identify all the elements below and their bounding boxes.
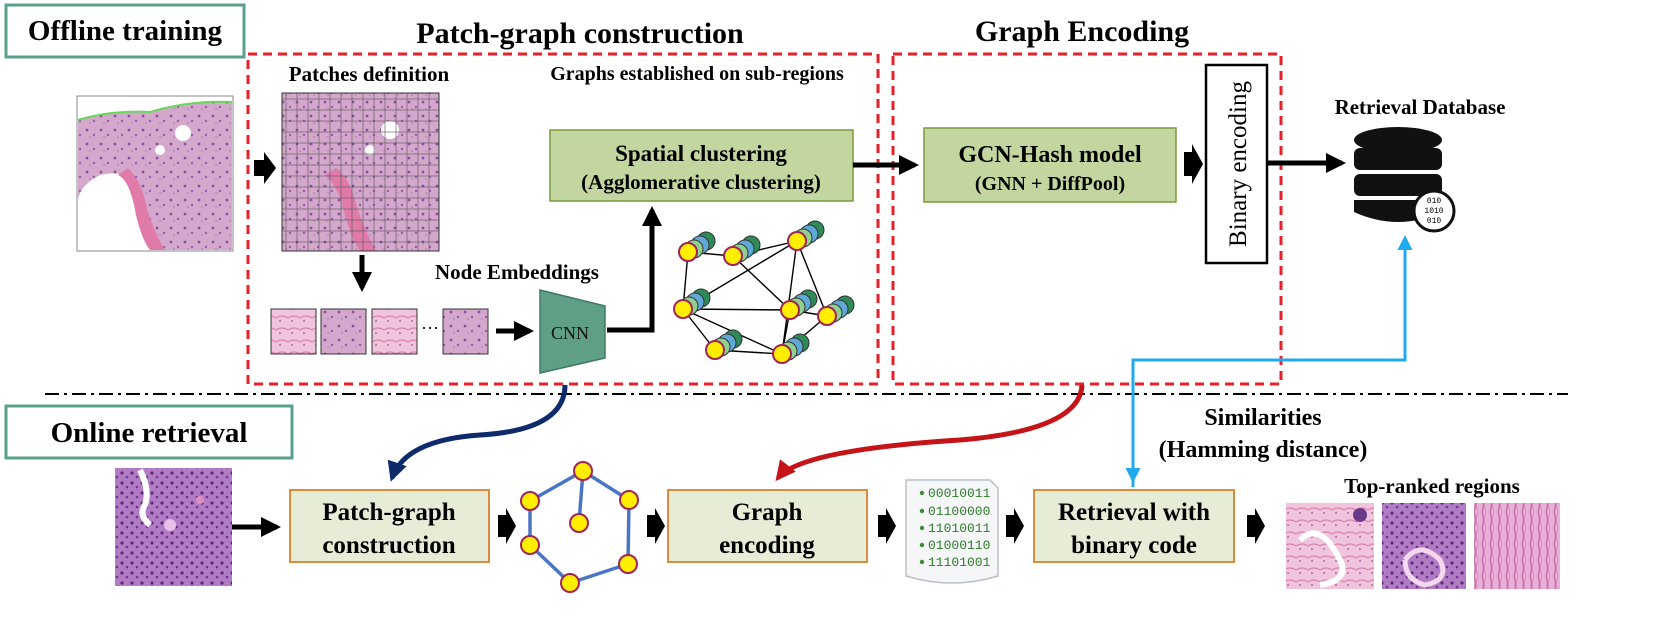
retrieval-box-line1: Retrieval with [1058, 499, 1210, 526]
db-bits-row: 1010 [1424, 207, 1443, 216]
binary-encoding-label: Binary encoding [1225, 81, 1252, 247]
patch-grid [281, 92, 440, 252]
binary-code-line: 11010011 [928, 521, 991, 536]
patch-ellipsis: ··· [421, 318, 439, 338]
patch-graph-construction-box: Patch-graph construction [289, 489, 490, 563]
graph-node [520, 535, 540, 555]
patch-crop [371, 308, 418, 355]
small-graph [520, 461, 639, 593]
gcn-hash-box: GCN-Hash model (GNN + DiffPool) [923, 127, 1177, 203]
graphs-subregions-label: Graphs established on sub-regions [550, 63, 844, 85]
result-image [1382, 503, 1466, 589]
similarities-line2: (Hamming distance) [1159, 437, 1368, 463]
wsi-thumbnail [76, 95, 234, 252]
db-bits-row: 010 [1427, 197, 1442, 206]
arrow-gcn-to-binary [1184, 144, 1203, 184]
binary-code-line: 01000110 [928, 538, 990, 553]
graph-node [569, 513, 589, 533]
patch-graph-box-line2: construction [322, 532, 455, 559]
binary-code-line: 01100000 [928, 504, 990, 519]
binary-code-line: 11101001 [928, 555, 991, 570]
patches-definition-label: Patches definition [289, 62, 450, 86]
embedding-graph [673, 220, 855, 364]
cnn-label: CNN [551, 323, 589, 343]
arrow-to-graph-encoding [647, 508, 665, 544]
graph-node [573, 461, 593, 481]
patch-graph-region [246, 52, 880, 386]
graph-node [520, 491, 540, 511]
patch-graph-box-line1: Patch-graph [322, 499, 455, 526]
binary-code-line: 00010011 [928, 486, 991, 501]
retrieval-box-line2: binary code [1071, 532, 1197, 559]
graph-node [618, 554, 638, 574]
navy-curve-arrow [387, 384, 568, 482]
graph-encoding-box-line1: Graph [732, 499, 803, 526]
gcn-hash-line2: (GNN + DiffPool) [975, 173, 1125, 195]
arrow-to-patches [254, 152, 276, 184]
online-retrieval-label-box: Online retrieval [4, 404, 294, 460]
offline-training-label-box: Offline training [4, 3, 246, 59]
stacked-node [705, 329, 743, 360]
patch-crop [270, 308, 317, 355]
similarities-line1: Similarities [1204, 405, 1321, 431]
arrow-to-results [1247, 508, 1265, 544]
stacked-node [723, 235, 761, 266]
result-image [1474, 503, 1560, 589]
binary-code-document: 00010011 01100000 11010011 01000110 1110… [905, 479, 999, 584]
arrow-to-binary-doc [878, 508, 896, 544]
patch-crop [320, 308, 367, 355]
binary-encoding-box: Binary encoding [1204, 63, 1269, 265]
retrieval-database-label: Retrieval Database [1335, 95, 1506, 119]
stacked-node [817, 295, 855, 326]
cnn-block: CNN [539, 289, 606, 374]
offline-training-label: Offline training [28, 15, 223, 47]
result-thumbnails [1286, 503, 1560, 589]
result-image [1286, 503, 1374, 589]
spatial-clustering-line1: Spatial clustering [615, 141, 787, 166]
arrow-to-retrieval [1006, 508, 1024, 544]
retrieval-box: Retrieval with binary code [1033, 489, 1235, 563]
arrow-to-small-graph [498, 508, 516, 544]
graph-encoding-title: Graph Encoding [975, 15, 1189, 48]
patch-graph-construction-title: Patch-graph construction [416, 17, 744, 50]
db-bits-row: 010 [1427, 217, 1442, 226]
stacked-node [772, 333, 810, 364]
spatial-clustering-box: Spatial clustering (Agglomerative cluste… [549, 129, 854, 202]
patch-crops: ··· [270, 308, 489, 355]
red-curve-arrow [775, 384, 1085, 482]
graph-node [619, 490, 639, 510]
top-ranked-label: Top-ranked regions [1344, 474, 1520, 498]
arrow-cnn-to-clustering [607, 206, 662, 333]
graph-encoding-box-line2: encoding [719, 532, 815, 559]
stacked-node [673, 288, 711, 319]
query-image [115, 468, 232, 586]
database-icon: 010 1010 010 [1354, 127, 1456, 233]
graph-encoding-box: Graph encoding [667, 489, 868, 563]
patch-crop [442, 308, 489, 355]
graph-node [560, 573, 580, 593]
node-embeddings-label: Node Embeddings [435, 260, 599, 284]
gcn-hash-line1: GCN-Hash model [958, 142, 1142, 168]
stacked-node [678, 231, 716, 262]
stacked-node [780, 289, 818, 320]
spatial-clustering-line2: (Agglomerative clustering) [581, 170, 821, 194]
online-retrieval-label: Online retrieval [51, 417, 248, 449]
stacked-node [787, 220, 825, 251]
